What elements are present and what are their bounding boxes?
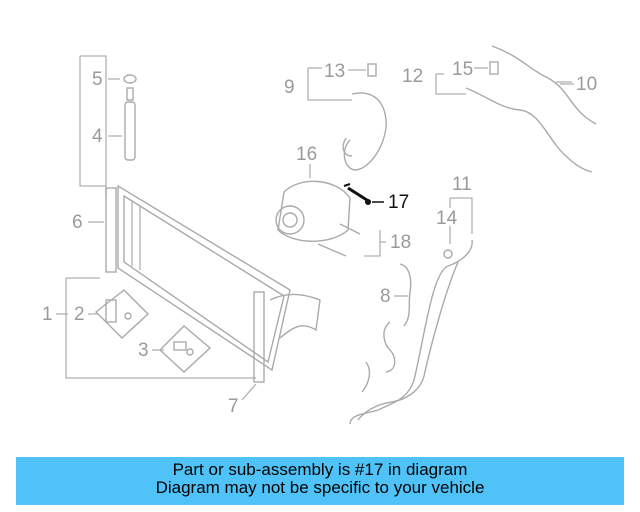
condenser-core [117,184,291,372]
hose-10-assembly [435,45,597,173]
callout-3: 3 [138,340,149,361]
compressor-16-icon [277,180,351,242]
banner-line-1: Part or sub-assembly is #17 in diagram [172,460,468,479]
callout-4: 4 [92,126,103,147]
hose-9-assembly [307,63,387,171]
rod-icon [126,87,134,101]
insert-3-diamond [158,325,212,373]
callout-6: 6 [72,212,83,233]
callout-17: 17 [388,192,409,213]
callout-labels: 5 4 6 1 2 3 7 9 13 16 17 18 12 15 10 11 … [42,59,597,417]
callout-9: 9 [284,77,295,98]
hose-11-assembly [349,197,473,425]
bracket-6-icon [105,187,117,273]
callout-18: 18 [390,232,411,253]
compressor-assembly [275,164,386,257]
condenser-assembly [65,55,321,383]
callout-5: 5 [92,69,103,90]
callout-11: 11 [452,174,472,195]
callout-10: 10 [576,74,597,95]
parts-diagram: 5 4 6 1 2 3 7 9 13 16 17 18 12 15 10 11 … [42,45,597,425]
insert-2-diamond [94,289,150,339]
callout-16: 16 [296,144,317,165]
callout-8: 8 [380,286,391,307]
drier-4-icon [124,101,136,161]
cap-5-icon [123,74,137,84]
callout-13: 13 [324,61,345,82]
callout-12: 12 [402,66,423,87]
callout-15: 15 [452,59,473,80]
callout-1: 1 [42,304,53,325]
info-banner: Part or sub-assembly is #17 in diagram D… [16,457,624,505]
side-tank-7-icon [253,291,265,383]
banner-line-2: Diagram may not be specific to your vehi… [155,478,485,497]
callout-2: 2 [74,304,85,325]
callout-14: 14 [436,208,458,229]
callout-7: 7 [228,396,239,417]
